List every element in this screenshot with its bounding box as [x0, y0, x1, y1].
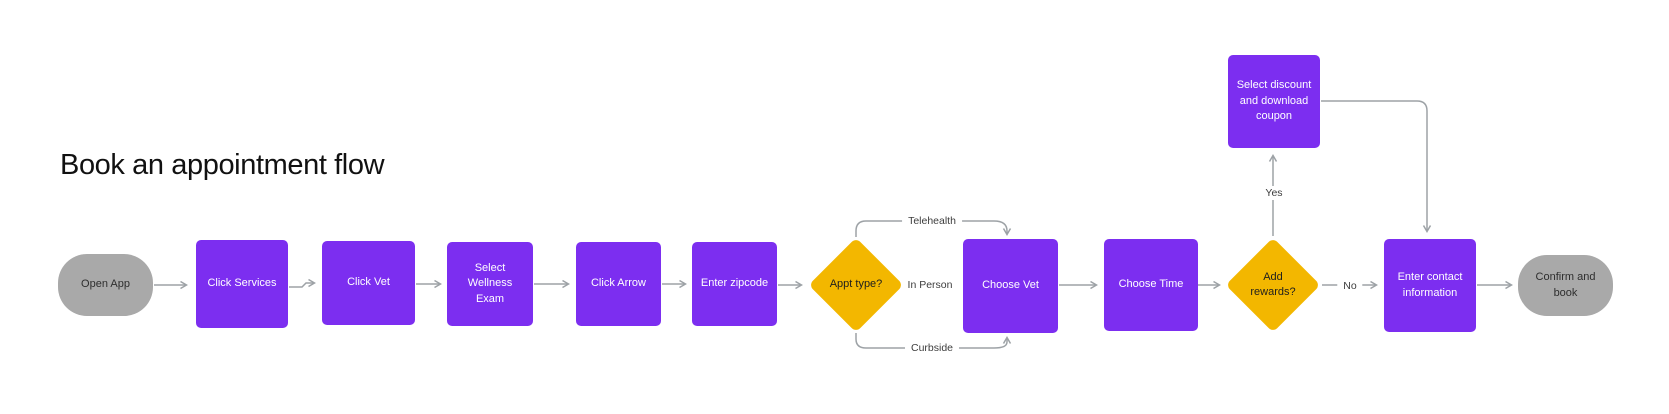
node-choose-vet[interactable]: Choose Vet	[963, 239, 1058, 333]
node-label: Enter zipcode	[700, 277, 769, 290]
node-label: Select Wellness Exam	[467, 261, 513, 305]
edge-clickservices-clickvet	[289, 278, 316, 288]
node-open-app[interactable]: Open App	[58, 254, 153, 316]
node-add-rewards[interactable]: Add rewards?	[1225, 237, 1321, 333]
edge-label-in-person: In Person	[901, 278, 959, 292]
node-select-wellness-exam[interactable]: Select Wellness Exam	[447, 242, 533, 326]
edge-label-yes: Yes	[1259, 186, 1289, 200]
node-appt-type[interactable]: Appt type?	[808, 237, 904, 333]
node-label: Choose Vet	[982, 279, 1039, 292]
node-label: Click Services	[207, 277, 277, 290]
node-enter-contact-information[interactable]: Enter contact information	[1384, 239, 1476, 332]
node-click-services[interactable]: Click Services	[196, 240, 288, 328]
node-label: Confirm and book	[1535, 271, 1596, 299]
edge-label-no: No	[1337, 279, 1363, 293]
page-title: Book an appointment flow	[60, 149, 385, 181]
node-label: Click Vet	[347, 276, 390, 289]
node-select-discount-coupon[interactable]: Select discount and download coupon	[1228, 55, 1320, 148]
node-label: Click Arrow	[590, 277, 646, 290]
edge-label-telehealth: Telehealth	[902, 214, 962, 228]
node-label: Open App	[81, 278, 130, 291]
node-label: Choose Time	[1118, 278, 1184, 291]
edge-label-curbside: Curbside	[904, 341, 960, 355]
edge-coupon-entercontact	[1321, 100, 1432, 233]
node-label: Select discount and download coupon	[1236, 79, 1312, 123]
node-confirm-and-book[interactable]: Confirm and book	[1518, 255, 1613, 316]
node-enter-zipcode[interactable]: Enter zipcode	[692, 242, 777, 326]
node-label: Appt type?	[829, 278, 883, 291]
node-click-vet[interactable]: Click Vet	[322, 241, 415, 325]
node-label: Add rewards?	[1250, 270, 1296, 298]
node-choose-time[interactable]: Choose Time	[1104, 239, 1198, 331]
node-label: Enter contact information	[1397, 271, 1463, 299]
node-click-arrow[interactable]: Click Arrow	[576, 242, 661, 326]
